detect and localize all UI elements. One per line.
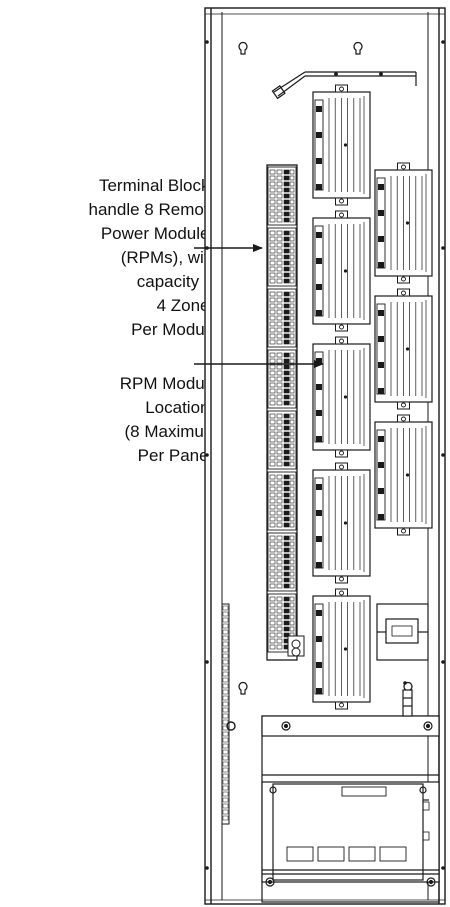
callout-line: Power Modules: [100, 224, 218, 243]
power-section: [261, 689, 440, 903]
rpm-module: [312, 588, 371, 710]
rpm-modules: [312, 84, 433, 710]
terminal-block: [267, 166, 297, 226]
enclosure-screws: [205, 40, 445, 870]
callout-line: Locations: [145, 398, 218, 417]
rpm-module: [374, 288, 433, 410]
callout-line: capacity of: [136, 272, 218, 291]
rpm-module: [312, 84, 371, 206]
terminal-blocks: [266, 164, 305, 661]
ground-strip: [221, 603, 236, 825]
terminal-block: [267, 410, 297, 470]
terminal-block: [267, 288, 297, 348]
rpm-module: [374, 162, 433, 284]
callout-line: handle 8 Remote: [88, 200, 218, 219]
terminal-block: [267, 593, 297, 653]
terminal-block: [267, 532, 297, 592]
transformer: [376, 603, 429, 661]
callout-line: (8 Maximum: [124, 422, 218, 441]
terminal-block: [267, 349, 297, 409]
rpm-module: [312, 462, 371, 584]
terminal-blocks-callout: Terminal Blocks handle 8 Remote Power Mo…: [0, 174, 218, 342]
terminal-block: [267, 471, 297, 531]
top-bracket: [271, 71, 417, 100]
rpm-module: [312, 336, 371, 458]
rpm-module: [374, 414, 433, 536]
callout-line: 4 Zones: [156, 296, 218, 315]
callout-line: (RPMs), with: [120, 248, 218, 267]
rpm-locations-callout: RPM Module Locations (8 Maximum Per Pane…: [0, 372, 218, 468]
callout-line: Per Module: [131, 320, 218, 339]
callout-line: Terminal Blocks: [98, 176, 218, 195]
callout-line: RPM Module: [119, 374, 218, 393]
rpm-module: [312, 210, 371, 332]
callout-line: Per Panel): [137, 446, 218, 465]
terminal-block: [267, 227, 297, 287]
